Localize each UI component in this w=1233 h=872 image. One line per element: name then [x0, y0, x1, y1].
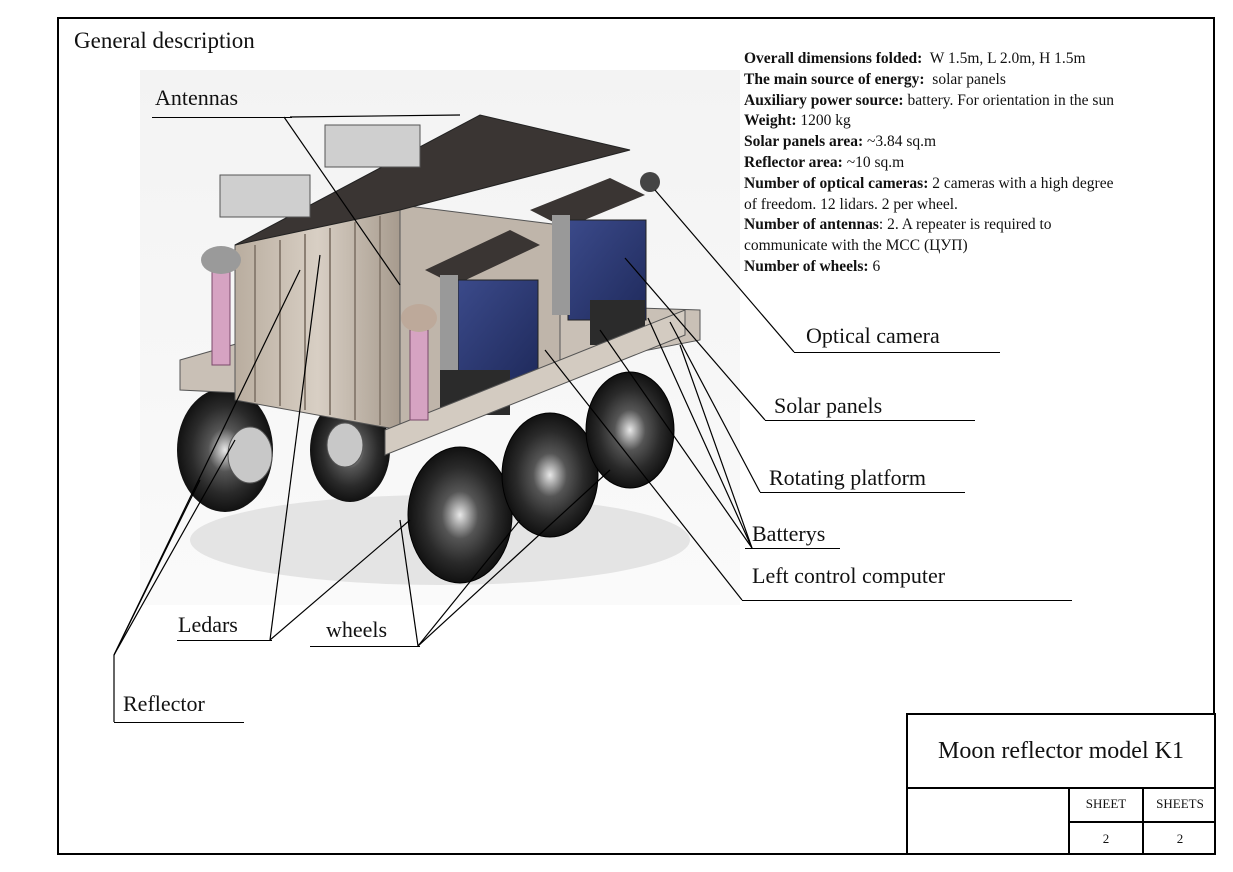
callout-underline	[152, 117, 292, 118]
spec-line: Overall dimensions folded: W 1.5m, L 2.0…	[744, 50, 1086, 67]
drawing-frame	[57, 17, 1215, 855]
callout-batterys: Batterys	[752, 521, 826, 546]
antenna-housing	[324, 124, 421, 168]
callout-underline	[114, 722, 244, 723]
side-plank	[384, 309, 686, 456]
callout-optical-camera: Optical camera	[806, 323, 940, 348]
spec-line: Number of optical cameras: 2 cameras wit…	[744, 174, 1114, 192]
callout-left-control-computer: Left control computer	[752, 563, 946, 588]
callout-underline	[794, 352, 1000, 353]
lidar-mast	[401, 304, 437, 421]
document-title: General description	[74, 28, 255, 53]
sheets-header: SHEETS	[1142, 787, 1216, 823]
spec-line: communicate with the MCC (ЦУП)	[744, 237, 968, 255]
callout-solar-panels: Solar panels	[774, 393, 883, 418]
sheet-number: 2	[1068, 823, 1142, 855]
callout-wheels: wheels	[326, 617, 388, 642]
callout-reflector: Reflector	[123, 691, 205, 716]
callout-antennas: Antennas	[155, 85, 239, 110]
spec-line: The main source of energy: solar panels	[744, 70, 1006, 88]
callout-underline	[742, 600, 1072, 601]
front-wheels	[407, 371, 675, 584]
spec-list: Overall dimensions folded: W 1.5m, L 2.0…	[744, 49, 1214, 278]
callout-underline	[760, 492, 965, 493]
spec-line: Weight: 1200 kg	[744, 112, 851, 130]
rover-illustration	[140, 70, 740, 605]
antenna-housing	[219, 174, 311, 218]
spec-line: Number of wheels: 6	[744, 257, 881, 275]
reflector-unit	[227, 422, 364, 484]
callout-underline	[765, 420, 975, 421]
callout-underline	[310, 646, 420, 647]
solar-panel-front	[425, 230, 540, 381]
camera-head	[640, 172, 660, 192]
callout-underline	[177, 640, 272, 641]
spec-line: of freedom. 12 lidars. 2 per wheel.	[744, 195, 958, 213]
callout-underline	[745, 548, 840, 549]
spec-line: Solar panels area: ~3.84 sq.m	[744, 133, 937, 151]
sheet-header: SHEET	[1068, 787, 1142, 823]
model-name: Moon reflector model K1	[908, 715, 1214, 789]
spec-line: Auxiliary power source: battery. For ori…	[744, 91, 1114, 109]
hull-ribs	[254, 216, 381, 425]
lidar-mast	[201, 246, 241, 366]
spec-line: Reflector area: ~10 sq.m	[744, 153, 905, 171]
spec-line: Number of antennas: 2. A repeater is req…	[744, 216, 1052, 234]
callout-ledars: Ledars	[178, 612, 238, 637]
callout-rotating-platform: Rotating platform	[769, 465, 927, 490]
title-block: Moon reflector model K1 SHEET SHEETS 2 2	[906, 713, 1216, 855]
sheets-count: 2	[1142, 823, 1216, 855]
